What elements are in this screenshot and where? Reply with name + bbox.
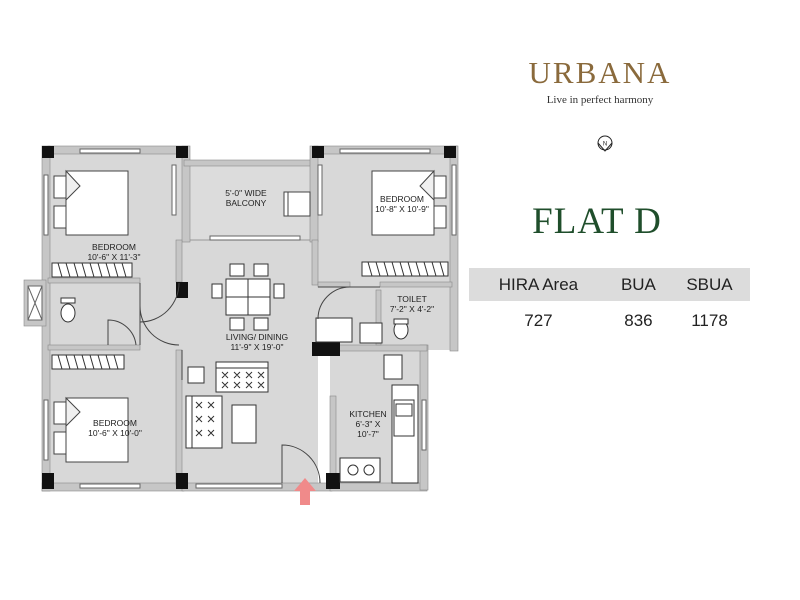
value-bua: 836 <box>624 311 653 330</box>
kitchen-name: KITCHEN <box>349 409 387 419</box>
living-dims: 11'-9" X 19'-0" <box>230 342 284 352</box>
bedroom-top-left-dims: 10'-6" X 11'-3" <box>87 252 141 262</box>
brand-tagline: Live in perfect harmony <box>546 94 654 106</box>
kitchen-dims-2: 10'-7" <box>357 429 379 439</box>
balcony-chair <box>283 191 311 217</box>
bedroom-top-left-name: BEDROOM <box>92 242 136 252</box>
area-table-header-row: HIRA Area BUA SBUA <box>469 268 750 301</box>
area-table: HIRA Area BUA SBUA 727 836 1178 <box>469 268 750 341</box>
sofa-set <box>185 361 269 449</box>
flat-title: FLAT D <box>532 201 662 242</box>
value-sbua: 1178 <box>691 311 728 330</box>
dining-set <box>211 263 285 331</box>
kitchen-dims: 6'-3" X <box>355 419 381 429</box>
toilet-name: TOILET <box>397 294 427 304</box>
kitchen-fixtures <box>339 354 419 484</box>
door-swings <box>107 282 380 484</box>
balcony-label: 5'-0" WIDE BALCONY <box>196 188 296 208</box>
bedroom-right-label: BEDROOM 10'-8" X 10'-9" <box>342 194 462 214</box>
balcony-name-2: BALCONY <box>225 198 267 208</box>
bed-bottom-left <box>53 396 129 463</box>
bedroom-bottom-left-name: BEDROOM <box>93 418 137 428</box>
bed-right <box>371 169 447 236</box>
bedroom-bottom-left-dims: 10'-6" X 10'-0" <box>88 428 142 438</box>
brand-block: URBANA Live in perfect harmony <box>500 55 700 107</box>
value-hira-area: 727 <box>524 311 553 330</box>
entry-arrow-icon <box>294 478 316 505</box>
brand-logo: URBANA <box>528 55 672 90</box>
bedroom-top-left-label: BEDROOM 10'-6" X 11'-3" <box>54 242 174 262</box>
toilet-fixtures <box>60 297 409 344</box>
header-sbua: SBUA <box>669 268 750 301</box>
toilet-dims: 7'-2" X 4'-2" <box>389 304 435 314</box>
balcony-name: 5'-0" WIDE <box>225 188 267 198</box>
header-hira-area: HIRA Area <box>469 268 608 301</box>
area-table-value-row: 727 836 1178 <box>469 301 750 341</box>
bedroom-right-name: BEDROOM <box>380 194 424 204</box>
bedroom-bottom-left-label: BEDROOM 10'-6" X 10'-0" <box>60 418 170 438</box>
living-dining-label: LIVING/ DINING 11'-9" X 19'-0" <box>212 332 302 352</box>
bed-top-left <box>53 169 129 236</box>
kitchen-label: KITCHEN 6'-3" X 10'-7" <box>340 409 396 439</box>
wardrobes <box>51 261 449 370</box>
compass-label: N <box>603 142 607 148</box>
bedroom-right-dims: 10'-8" X 10'-9" <box>375 204 429 214</box>
toilet-label: TOILET 7'-2" X 4'-2" <box>382 294 442 314</box>
north-compass-icon: N <box>597 135 613 152</box>
living-name: LIVING/ DINING <box>225 332 289 342</box>
header-bua: BUA <box>607 268 669 301</box>
windows <box>27 148 457 489</box>
